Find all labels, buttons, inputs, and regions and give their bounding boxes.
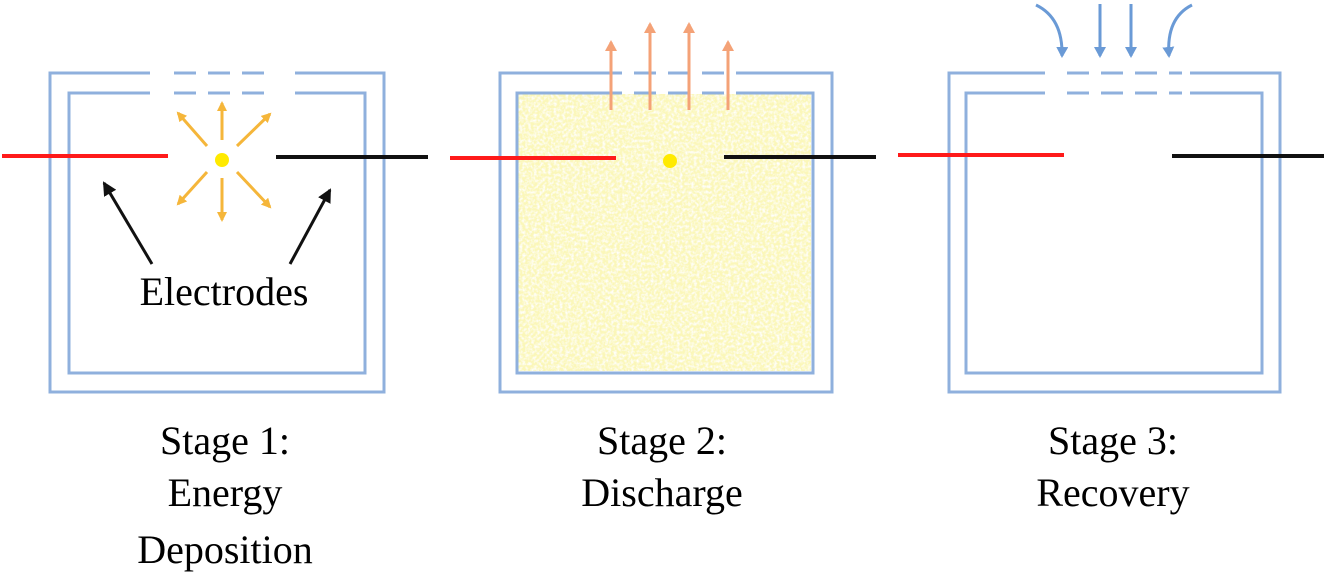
stage-3-intake-arrows xyxy=(1035,3,1193,58)
stage-2-caption-line1: Stage 2: xyxy=(597,418,727,463)
stage-1-chamber xyxy=(48,71,386,394)
stage-1-panel: Electrodes Stage 1: Energy Deposition xyxy=(2,71,428,572)
electrodes-label: Electrodes xyxy=(140,269,309,314)
stage-2-panel: Stage 2: Discharge xyxy=(450,22,876,515)
stage-1-energy-arrows xyxy=(176,101,272,222)
stage-1-caption-line1: Stage 1: xyxy=(160,418,290,463)
stage-1-caption: Stage 1: Energy Deposition xyxy=(137,418,313,572)
stage-1-caption-line2: Energy xyxy=(168,470,283,515)
stage-2-caption: Stage 2: Discharge xyxy=(581,418,742,515)
stage-3-caption-line2: Recovery xyxy=(1036,470,1189,515)
stage-3-caption-line1: Stage 3: xyxy=(1048,418,1178,463)
stage-3-panel: Stage 3: Recovery xyxy=(898,3,1324,515)
stage-2-chamber xyxy=(498,71,834,394)
stage-3-caption: Stage 3: Recovery xyxy=(1036,418,1189,515)
stage-1-spark xyxy=(215,153,229,167)
stage-3-chamber xyxy=(947,71,1282,394)
stage-2-exhaust-arrows xyxy=(605,22,734,110)
stage-2-discharge-fill xyxy=(517,94,811,371)
stage-1-caption-line3: Deposition xyxy=(137,527,313,572)
stage-2-spark xyxy=(663,154,677,168)
stage-2-caption-line2: Discharge xyxy=(581,470,742,515)
electrodes-callout-arrows xyxy=(102,181,332,265)
